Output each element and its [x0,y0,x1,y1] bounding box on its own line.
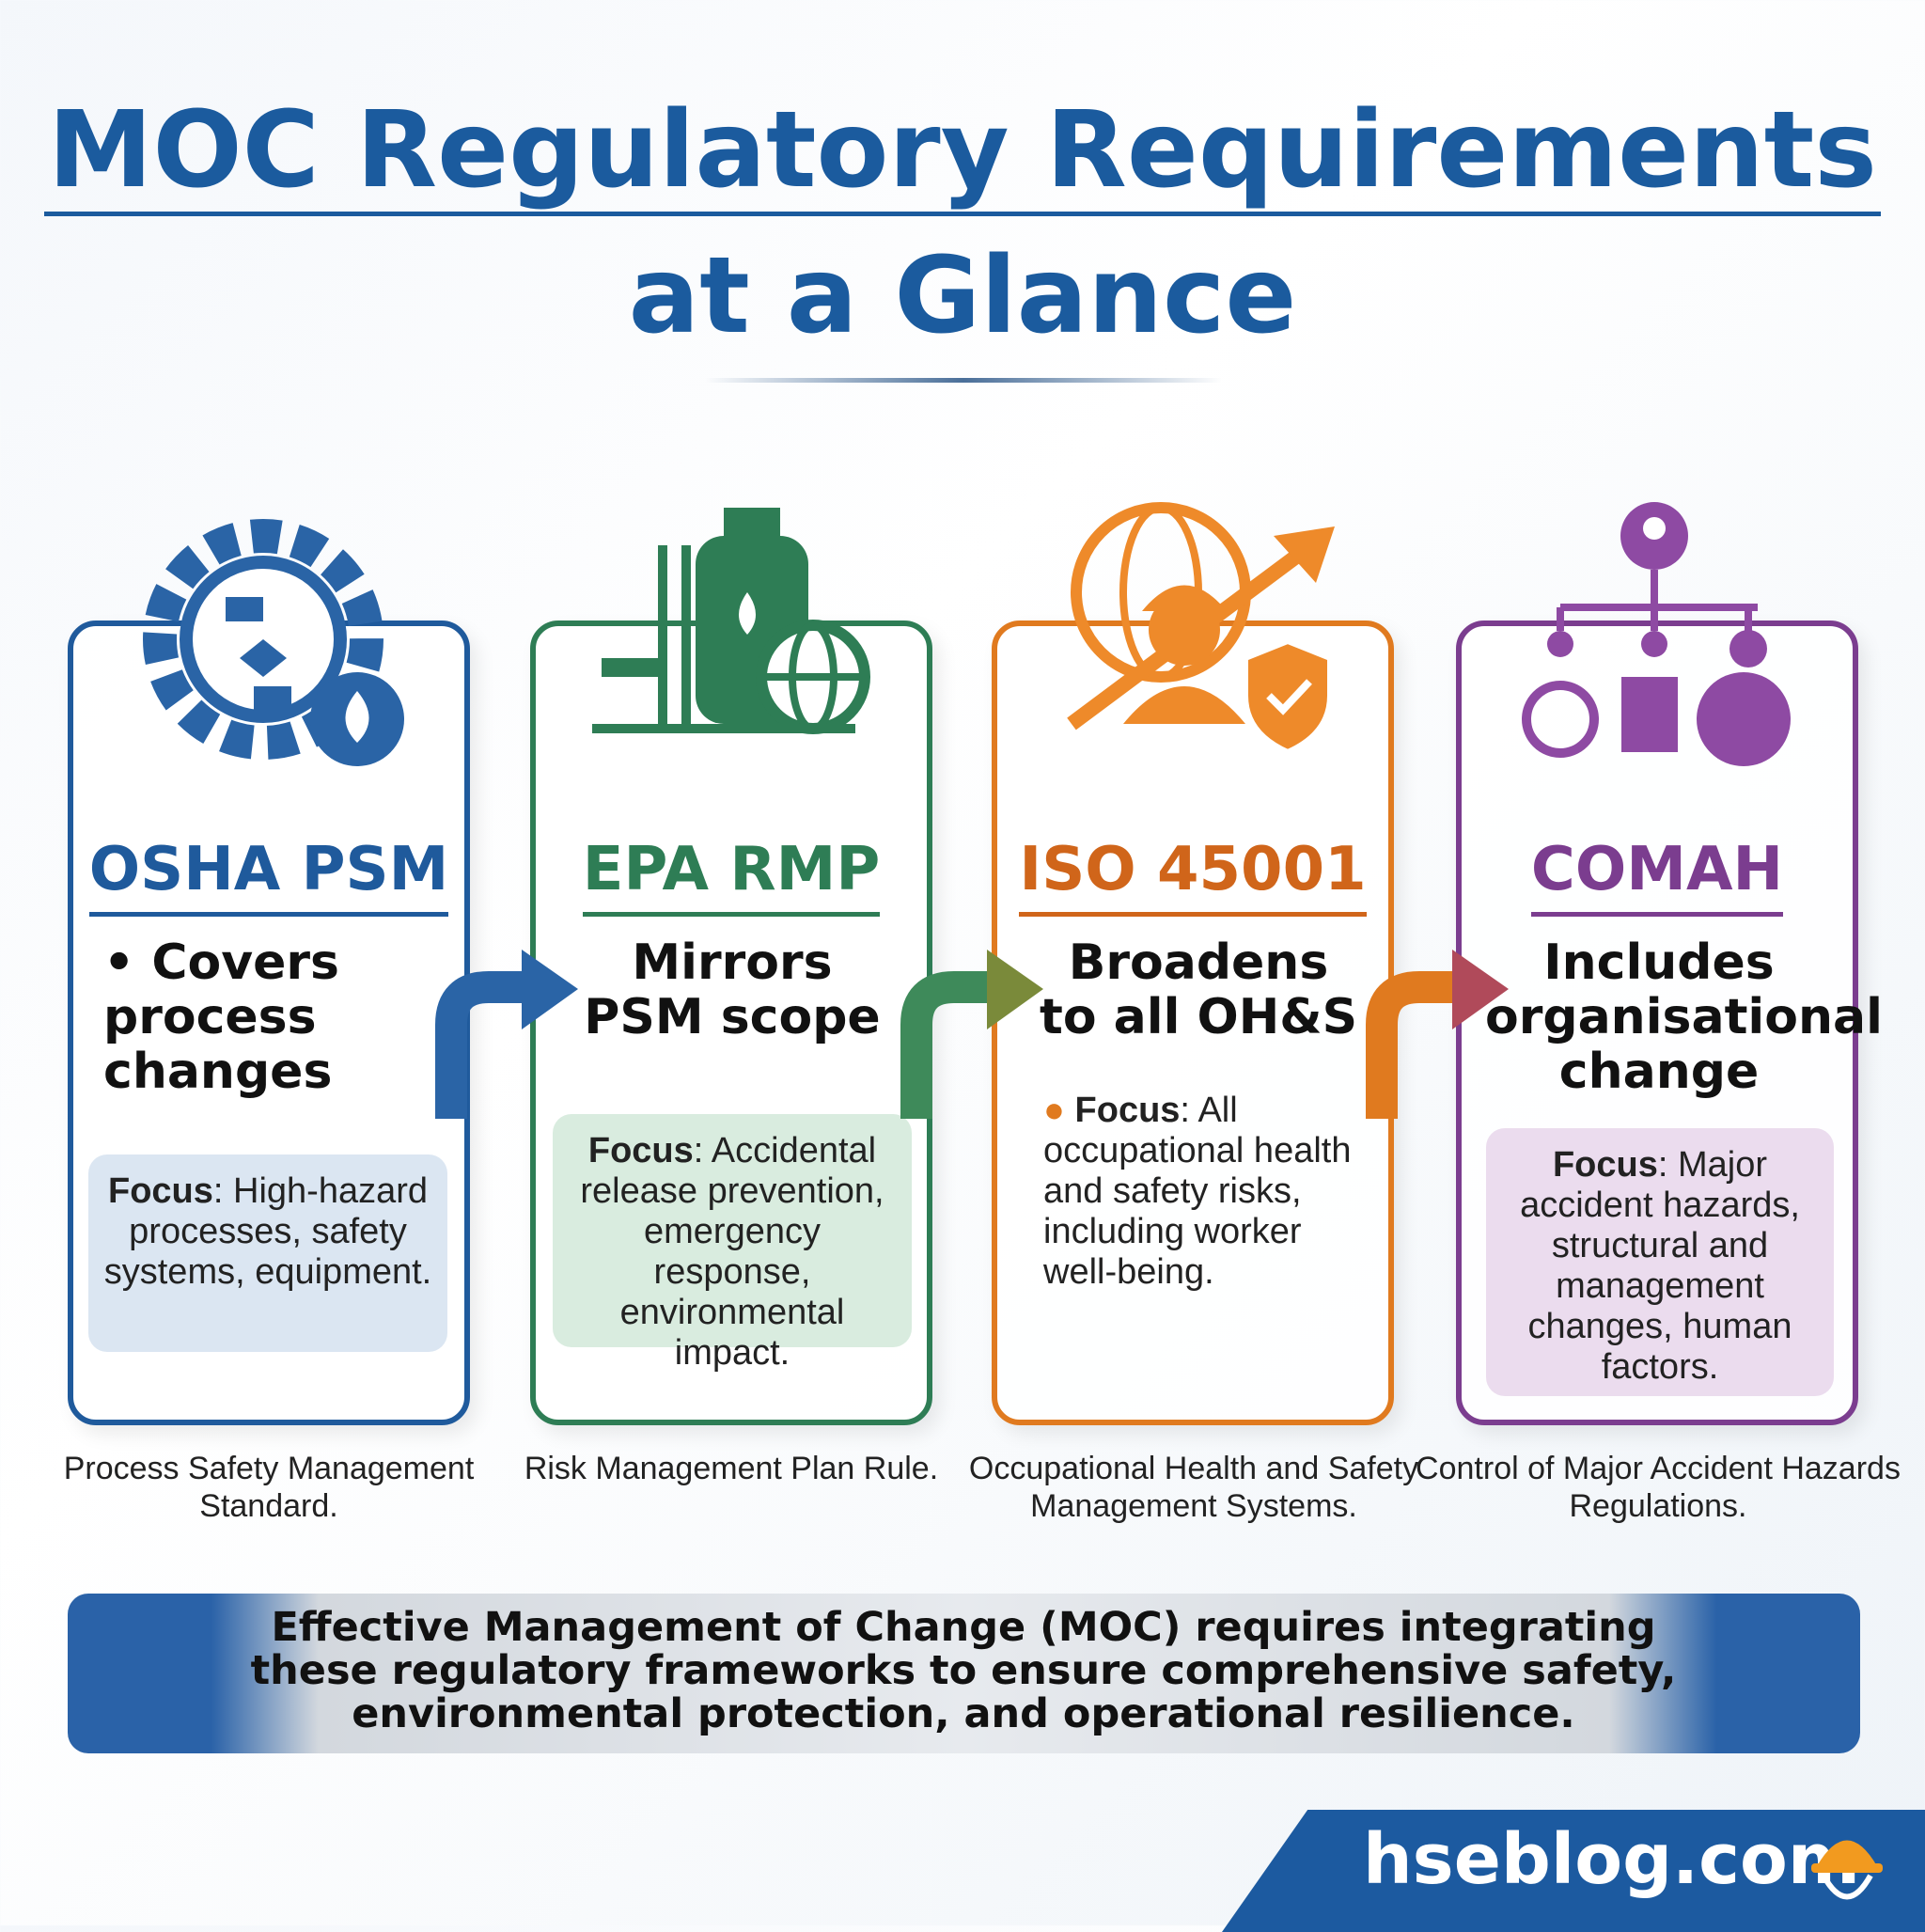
card-heading: COMAH [1456,835,1858,917]
card-subtitle: • Covers process changes [103,935,339,1100]
org-chart-icon [1522,502,1791,766]
focus-box: ● Focus: All occupational health and saf… [1043,1091,1352,1292]
card-caption: Occupational Health and Safety Managemen… [968,1451,1419,1524]
bullet-icon: ● [1043,1091,1075,1130]
hard-hat-icon [1811,1840,1883,1900]
card-caption: Control of Major Accident Hazards Regula… [1416,1451,1901,1524]
summary-text: Effective Management of Change (MOC) req… [250,1604,1677,1737]
focus-box: Focus: High-hazard processes, safety sys… [88,1154,447,1352]
title-text-1: MOC Regulatory Requirements [44,89,1881,216]
footer-bar [1222,1810,1925,1932]
arrow-right-icon [900,950,1043,1119]
gear-flowchart-icon [143,519,404,766]
card-caption: Risk Management Plan Rule. [524,1451,939,1486]
tank-globe-icon [592,508,870,734]
card-caption: Process Safety Management Standard. [63,1451,475,1524]
arrow-right-icon [1366,950,1509,1119]
title-divider [705,378,1222,383]
card-subtitle: Includes organisational change [1485,935,1883,1100]
title-line-1: MOC Regulatory Requirements [0,89,1925,216]
worker-globe-shield-icon [1067,502,1335,756]
focus-box: Focus: Major accident hazards, structura… [1486,1128,1834,1396]
site-brand[interactable]: hseblog.com [1363,1819,1860,1900]
card-heading: ISO 45001 [992,835,1394,917]
card-subtitle: Broadens to all OH&S [1039,935,1358,1045]
title-line-2: at a Glance [628,235,1297,357]
card-heading: EPA RMP [530,835,932,917]
arrow-right-icon [435,950,578,1119]
summary-banner [68,1594,1860,1753]
focus-box: Focus: Accidental release prevention, em… [553,1114,912,1373]
card-subtitle: Mirrors PSM scope [584,935,881,1045]
card-heading: OSHA PSM [68,835,470,917]
